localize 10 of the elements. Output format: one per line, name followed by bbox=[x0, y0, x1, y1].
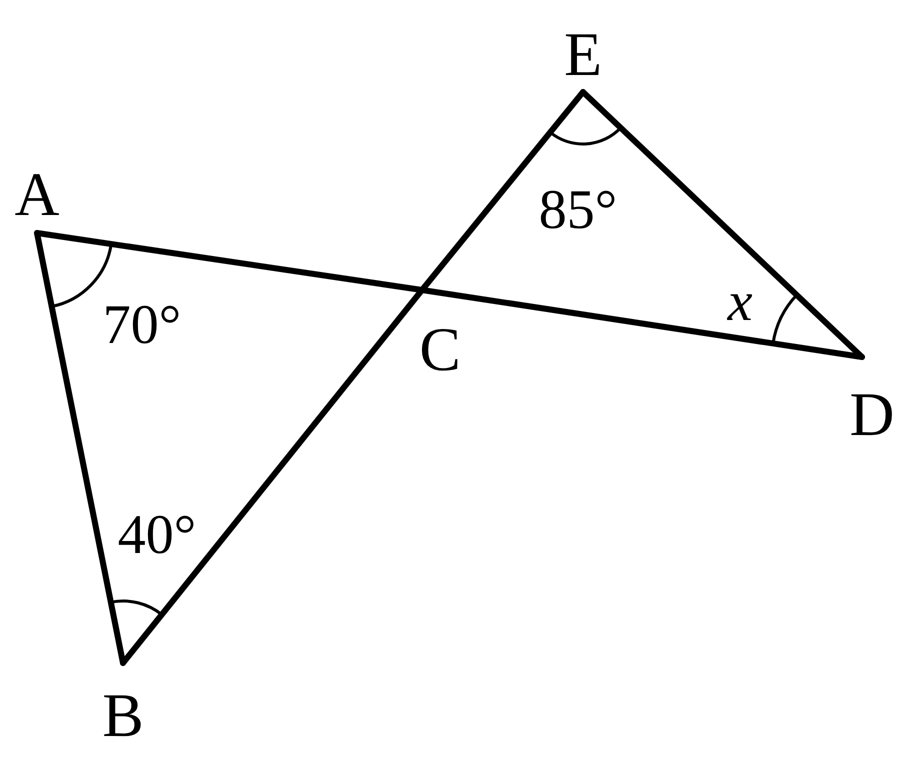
vertex-label: E bbox=[564, 24, 602, 86]
unknown-angle-label: x bbox=[728, 274, 752, 330]
vertex-label: C bbox=[419, 319, 461, 381]
vertex-label: D bbox=[850, 384, 894, 446]
vertex-label: B bbox=[102, 685, 144, 747]
vertex-label: A bbox=[14, 164, 60, 226]
angle-label: 40° bbox=[118, 507, 196, 563]
angle-label: 70° bbox=[102, 297, 182, 353]
line-segment bbox=[580, 89, 865, 360]
angle-label: 85° bbox=[538, 182, 618, 238]
